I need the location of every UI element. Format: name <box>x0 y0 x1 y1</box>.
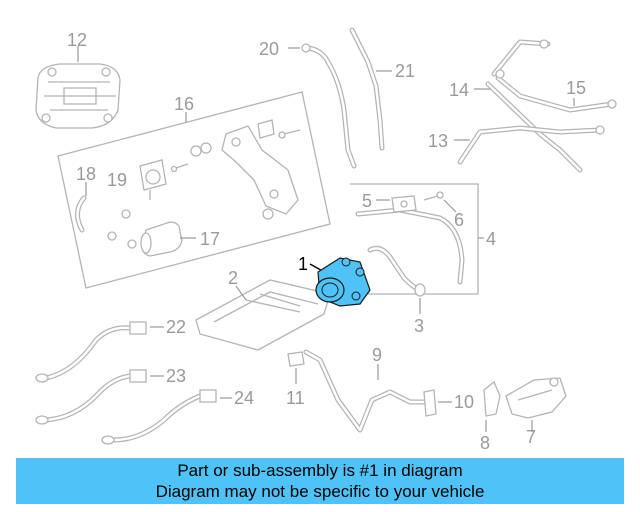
callout-20: 20 <box>259 39 279 59</box>
callout-11: 11 <box>286 388 305 408</box>
callout-7: 7 <box>526 427 536 447</box>
disclaimer-banner: Part or sub-assembly is #1 in diagram Di… <box>16 458 624 504</box>
part-9-line <box>303 349 452 433</box>
callout-10: 10 <box>454 392 474 412</box>
part-13-14-15-lines <box>454 39 617 173</box>
callout-13: 13 <box>428 131 448 151</box>
callout-16: 16 <box>174 94 194 114</box>
part-20-21-lines <box>288 27 392 169</box>
callout-17: 17 <box>200 229 220 249</box>
part-1-pump-highlighted <box>309 257 371 307</box>
callout-3: 3 <box>414 316 424 336</box>
part-16-bracket-group <box>57 91 331 289</box>
callout-8: 8 <box>480 433 490 453</box>
callout-24: 24 <box>234 388 254 408</box>
disclaimer-line-1: Part or sub-assembly is #1 in diagram <box>177 461 463 480</box>
callout-4: 4 <box>486 229 496 249</box>
parts-22-23-24-sensors <box>35 321 232 445</box>
callout-21: 21 <box>395 61 415 81</box>
part-4-pipe-group <box>350 183 484 314</box>
callout-1: 1 <box>298 254 308 274</box>
callout-2: 2 <box>228 268 238 288</box>
parts-diagram: 12 20 21 14 15 16 13 18 19 5 6 4 17 1 2 … <box>35 27 617 453</box>
callout-19: 19 <box>107 170 127 190</box>
callout-18: 18 <box>76 164 96 184</box>
callout-5: 5 <box>362 191 372 211</box>
callout-14: 14 <box>449 80 469 100</box>
callout-23: 23 <box>166 366 186 386</box>
callout-15: 15 <box>566 78 586 98</box>
part-2-tray <box>195 279 331 351</box>
callout-22: 22 <box>166 317 186 337</box>
callout-6: 6 <box>454 210 464 230</box>
part-11 <box>287 351 305 384</box>
callout-9: 9 <box>372 345 382 365</box>
part-12-cover <box>35 46 121 129</box>
disclaimer-line-2: Diagram may not be specific to your vehi… <box>155 482 485 501</box>
callout-12: 12 <box>67 30 87 50</box>
part-8-7 <box>483 377 567 432</box>
